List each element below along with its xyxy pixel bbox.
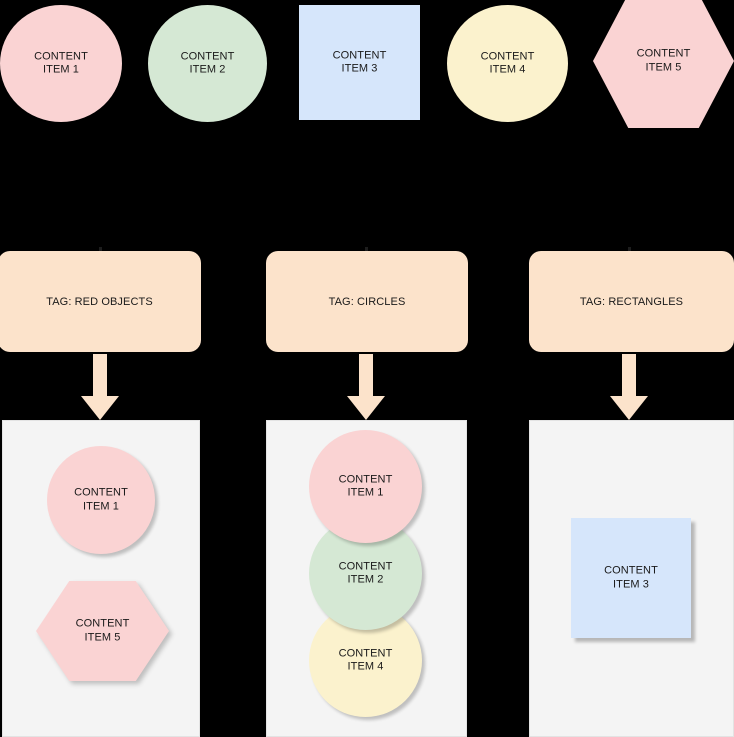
arrow-head [610,396,648,420]
group-member-item-3[interactable]: CONTENT ITEM 3 [571,518,691,638]
arrow-down-rectangles [610,354,648,420]
tag-box-red-objects-label: TAG: RED OBJECTS [46,295,153,308]
source-shape-item-2-label: CONTENT ITEM 2 [180,50,235,76]
source-shape-item-5[interactable]: CONTENT ITEM 5 [593,0,734,128]
tag-box-circles[interactable]: TAG: CIRCLES [266,251,468,352]
arrow-down-red-objects [81,354,119,420]
tag-connector-stub-2 [365,247,368,251]
group-container-rectangles: CONTENT ITEM 3 [529,420,734,737]
group-member-item-5[interactable]: CONTENT ITEM 5 [36,581,169,681]
tag-box-red-objects[interactable]: TAG: RED OBJECTS [0,251,201,352]
arrow-head [81,396,119,420]
group-member-item-1[interactable]: CONTENT ITEM 1 [309,430,422,543]
arrow-shaft [622,354,636,398]
source-shape-item-2[interactable]: CONTENT ITEM 2 [148,5,267,122]
tag-connector-stub-1 [99,247,102,251]
source-shape-item-1[interactable]: CONTENT ITEM 1 [0,5,122,122]
group-container-circles: CONTENT ITEM 1 CONTENT ITEM 2 CONTENT IT… [266,420,467,737]
source-shape-item-4-label: CONTENT ITEM 4 [480,50,535,76]
tag-box-rectangles[interactable]: TAG: RECTANGLES [529,251,734,352]
source-shape-item-1-label: CONTENT ITEM 1 [34,50,88,76]
group-member-item-1-label: CONTENT ITEM 1 [74,486,128,513]
arrow-shaft [359,354,373,398]
source-shape-item-3-label: CONTENT ITEM 3 [332,49,387,75]
group-member-item-2-label: CONTENT ITEM 2 [338,560,393,586]
group-member-item-1-label: CONTENT ITEM 1 [338,473,393,499]
tag-box-rectangles-label: TAG: RECTANGLES [579,295,684,308]
group-member-item-3-label: CONTENT ITEM 3 [604,564,658,591]
hexagon-icon [593,0,734,128]
tag-connector-stub-3 [628,247,631,251]
arrow-down-circles [347,354,385,420]
group-member-item-4-label: CONTENT ITEM 4 [338,647,393,673]
hexagon-icon [36,581,169,681]
tag-box-circles-label: TAG: CIRCLES [328,295,406,308]
arrow-head [347,396,385,420]
group-member-item-1[interactable]: CONTENT ITEM 1 [47,446,155,554]
group-container-red-objects: CONTENT ITEM 1 CONTENT ITEM 5 [2,420,200,737]
source-shape-item-3[interactable]: CONTENT ITEM 3 [299,5,420,120]
arrow-shaft [93,354,107,398]
source-shape-item-4[interactable]: CONTENT ITEM 4 [447,5,568,122]
